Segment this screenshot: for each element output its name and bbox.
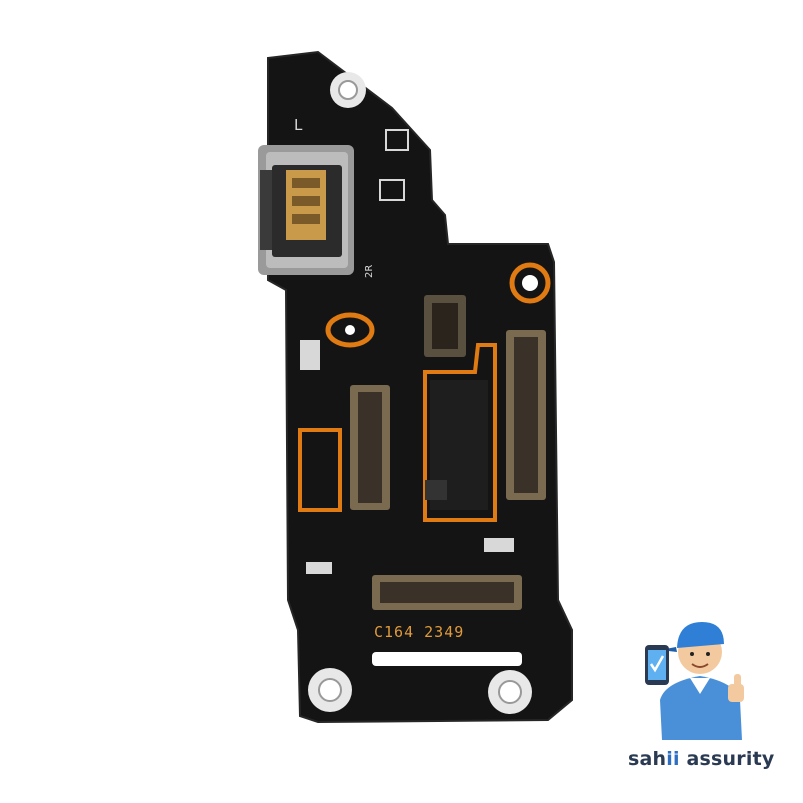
connector-small — [424, 295, 466, 357]
mascot-shirt — [660, 676, 742, 740]
mascot-illustration — [645, 622, 744, 740]
chip-cluster — [300, 129, 514, 574]
brand-part-3: assurity — [679, 748, 775, 770]
board-marking: C164 2349 — [374, 623, 464, 641]
side-label: L — [294, 116, 303, 134]
connector-left — [350, 385, 390, 510]
brand-part-2: ii — [666, 748, 680, 770]
copper-trace-center — [423, 343, 497, 522]
usb-c-port — [258, 145, 354, 275]
mascot-phone-icon — [645, 645, 669, 685]
silk-text: 2R — [364, 265, 375, 278]
brand-part-1: sah — [628, 748, 667, 770]
thumbs-up-icon — [728, 674, 744, 702]
connector-bottom — [372, 575, 522, 610]
screw-hole-right — [509, 262, 551, 304]
brand-logo-text: sahii assurity — [628, 748, 774, 770]
screw-hole-top — [330, 72, 366, 108]
connector-right — [506, 330, 546, 500]
screw-hole-bottom-left — [308, 668, 352, 712]
screw-hole-bottom-right — [488, 670, 532, 714]
mascot-cap — [677, 622, 724, 648]
copper-trace-left — [298, 428, 342, 512]
orange-mount-ring — [325, 312, 375, 348]
bottom-slot — [372, 652, 522, 666]
